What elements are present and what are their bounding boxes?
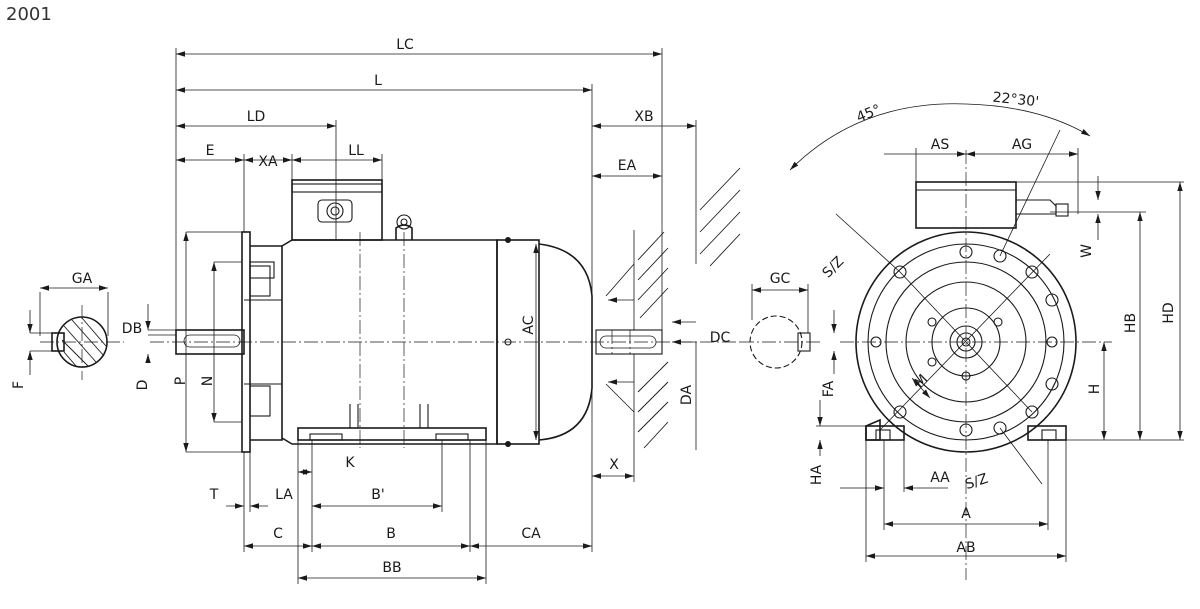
label-d: D bbox=[135, 380, 151, 391]
flange bbox=[183, 231, 283, 453]
label-angle-22-30: 22°30' bbox=[992, 90, 1040, 111]
page-title: 2001 bbox=[6, 4, 52, 25]
label-h: H bbox=[1087, 384, 1103, 395]
side-bottom-dimensions bbox=[226, 388, 593, 584]
side-top-dimensions bbox=[175, 48, 697, 330]
label-angle-45: 45° bbox=[854, 102, 883, 126]
label-ca: CA bbox=[521, 526, 541, 542]
label-fa: FA bbox=[821, 380, 837, 397]
label-c: C bbox=[273, 526, 283, 542]
motor-body bbox=[281, 179, 593, 448]
label-ha: HA bbox=[809, 465, 825, 486]
label-dc: DC bbox=[710, 330, 731, 346]
label-k: K bbox=[345, 455, 355, 471]
label-f: F bbox=[11, 381, 27, 389]
label-s-z-lower: S/Z bbox=[963, 471, 990, 493]
label-bb: BB bbox=[382, 560, 401, 576]
label-lc: LC bbox=[396, 37, 414, 53]
label-xb: XB bbox=[634, 109, 653, 125]
label-e: E bbox=[206, 143, 215, 159]
label-b-prime: B' bbox=[371, 487, 384, 503]
side-view: LC L LD XB E XA LL EA GA DB F D P N AC D… bbox=[11, 37, 741, 584]
label-ld: LD bbox=[247, 109, 266, 125]
label-t: T bbox=[209, 487, 219, 503]
label-hd: HD bbox=[1161, 302, 1177, 323]
label-xa: XA bbox=[258, 154, 278, 170]
bolt-holes bbox=[870, 245, 1059, 437]
label-n: N bbox=[200, 376, 216, 386]
label-ac: AC bbox=[521, 315, 537, 334]
label-aa: AA bbox=[930, 470, 950, 486]
front-view: 45° 22°30' AS AG GC S/Z S/Z W HB HD H FA… bbox=[740, 90, 1184, 580]
label-la: LA bbox=[275, 487, 293, 503]
front-flange bbox=[855, 181, 1077, 453]
label-as: AS bbox=[931, 137, 950, 153]
shaft bbox=[145, 304, 245, 363]
label-ga: GA bbox=[72, 271, 93, 287]
label-hb: HB bbox=[1123, 313, 1139, 333]
label-b: B bbox=[386, 526, 396, 542]
mating-wall bbox=[592, 167, 741, 482]
label-a: A bbox=[961, 506, 971, 522]
label-db: DB bbox=[122, 321, 142, 337]
shaft-key-section bbox=[27, 285, 124, 380]
label-w: W bbox=[1079, 244, 1095, 258]
label-p: P bbox=[173, 377, 189, 385]
front-labels: 45° 22°30' AS AG GC S/Z S/Z W HB HD H FA… bbox=[770, 90, 1177, 556]
label-x: X bbox=[609, 457, 619, 473]
side-labels: LC L LD XB E XA LL EA GA DB F D P N AC D… bbox=[11, 37, 730, 576]
label-ll: LL bbox=[348, 143, 364, 159]
label-l: L bbox=[374, 73, 382, 89]
label-ab: AB bbox=[956, 540, 975, 556]
label-ea: EA bbox=[618, 158, 637, 174]
shaft-section-gc bbox=[740, 284, 837, 374]
front-dimensions bbox=[816, 148, 1184, 562]
label-ag: AG bbox=[1012, 137, 1032, 153]
label-s-z-upper: S/Z bbox=[820, 254, 848, 282]
label-gc: GC bbox=[770, 271, 791, 287]
label-da: DA bbox=[679, 385, 695, 406]
